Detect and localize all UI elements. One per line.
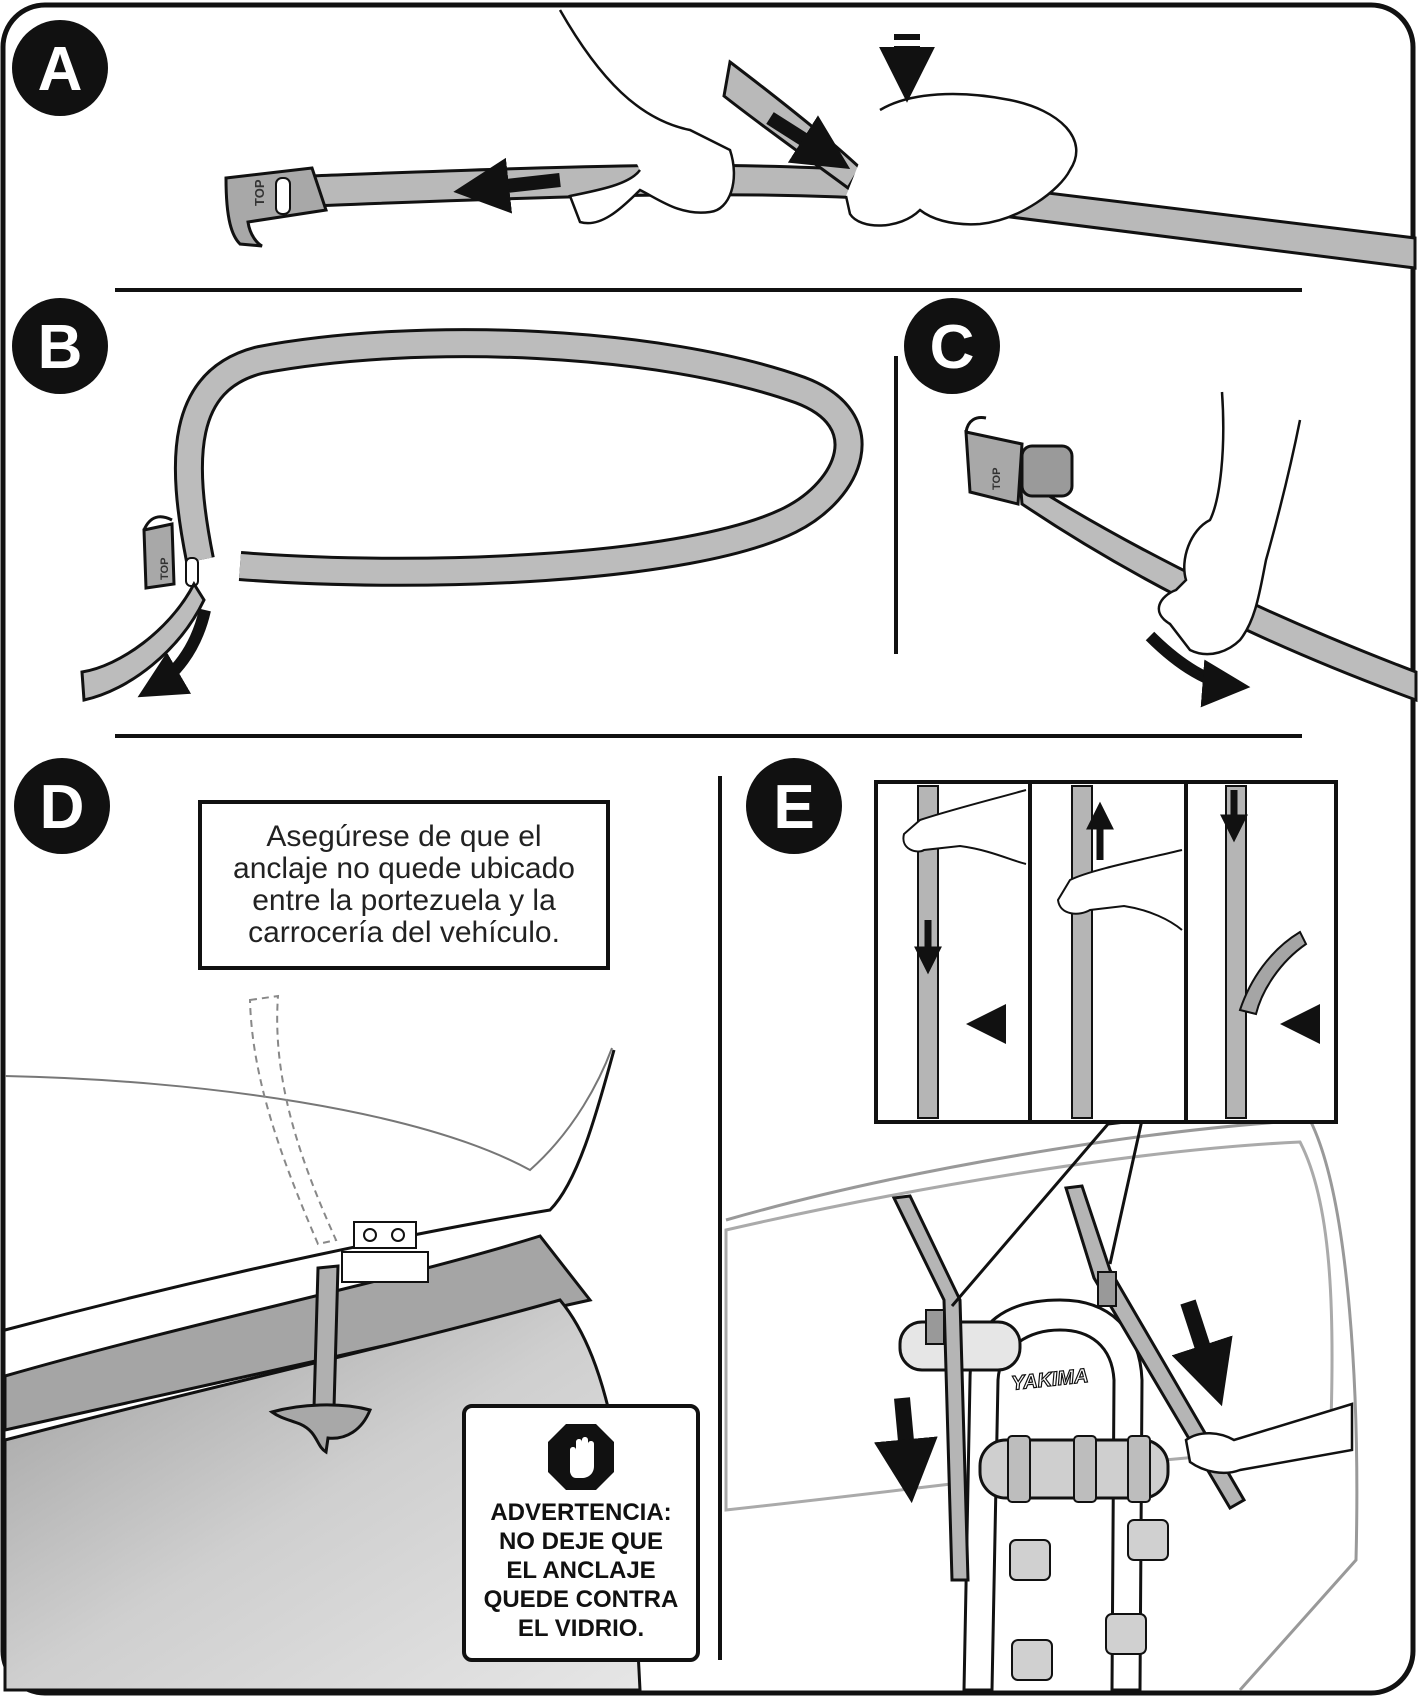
svg-text:YAKIMA: YAKIMA: [1010, 1365, 1089, 1395]
hand-left-a: [558, 9, 736, 225]
strap-tail-b: [80, 580, 206, 702]
step-badge-e: E: [746, 758, 842, 854]
step-badge-a: A: [12, 20, 108, 116]
arrow-pull-left-a: [453, 157, 561, 214]
svg-text:TOP: TOP: [252, 179, 267, 206]
arrow-pull-c: [1145, 631, 1251, 708]
arrow-pull-down-b: [137, 608, 211, 698]
note-text: Asegúrese de que el anclaje no quede ubi…: [233, 820, 575, 949]
panel-e: E YAKIMA: [724, 758, 1359, 1692]
step-badge-c: C: [904, 298, 1000, 394]
buckle-right-e: [1097, 1271, 1117, 1307]
inset-strap-2: [1071, 785, 1093, 1119]
strap-left-e: [891, 1194, 970, 1582]
anchor-hook-a: TOP: [224, 166, 328, 248]
vehicle-roofline-d: [4, 1049, 616, 1332]
step-badge-d: D: [14, 758, 110, 854]
svg-text:TOP: TOP: [159, 558, 171, 580]
arrow-press-down-a: [879, 34, 935, 103]
anchor-hook-c: TOP: [964, 416, 1074, 506]
tailgate-outline-e: [725, 1118, 1359, 1691]
svg-text:A: A: [38, 35, 83, 104]
step-badge-b: B: [12, 298, 108, 394]
arrow-feed-a: [766, 112, 851, 170]
inset-strap-3: [1225, 785, 1247, 1119]
hinge-plate-d: [341, 1221, 429, 1283]
panel-c: C TOP: [904, 298, 1418, 708]
strap-hidden-d: [248, 994, 338, 1246]
inset-panels-e: [874, 780, 1338, 1124]
strap-right-e: [1064, 1184, 1247, 1511]
inset-hand-2: [1056, 849, 1183, 931]
bike-rack-e: YAKIMA: [898, 1298, 1170, 1692]
strap-d: [312, 1264, 340, 1410]
vehicle-window-d: [4, 1047, 613, 1172]
svg-text:D: D: [40, 773, 85, 842]
inset-tail-3: [1238, 930, 1308, 1016]
warning-text: ADVERTENCIA: NO DEJE QUE EL ANCLAJE QUED…: [483, 1499, 679, 1642]
panel-b: B TOP: [12, 298, 864, 702]
svg-text:TOP: TOP: [991, 468, 1003, 490]
note-callout: Asegúrese de que el anclaje no quede ubi…: [198, 800, 610, 970]
arrow-pull-right-strap-e: [1171, 1299, 1233, 1407]
hand-right-a: [844, 92, 1078, 227]
hand-c: [1157, 391, 1302, 656]
svg-text:B: B: [38, 313, 83, 382]
stop-hand-icon: [548, 1424, 614, 1490]
svg-text:C: C: [930, 313, 975, 382]
strap-loop-b-fill: [176, 331, 861, 584]
svg-text:E: E: [773, 773, 814, 842]
hand-e: [1184, 1402, 1354, 1474]
buckle-left-e: [925, 1309, 945, 1345]
inset-hand-1: [902, 789, 1027, 865]
panel-a: A TOP: [12, 9, 1417, 270]
anchor-hook-d: [268, 1403, 373, 1455]
warning-callout: ADVERTENCIA: NO DEJE QUE EL ANCLAJE QUED…: [462, 1404, 700, 1662]
anchor-hook-b: TOP: [142, 515, 199, 590]
arrow-pull-left-strap-e: [873, 1397, 938, 1504]
